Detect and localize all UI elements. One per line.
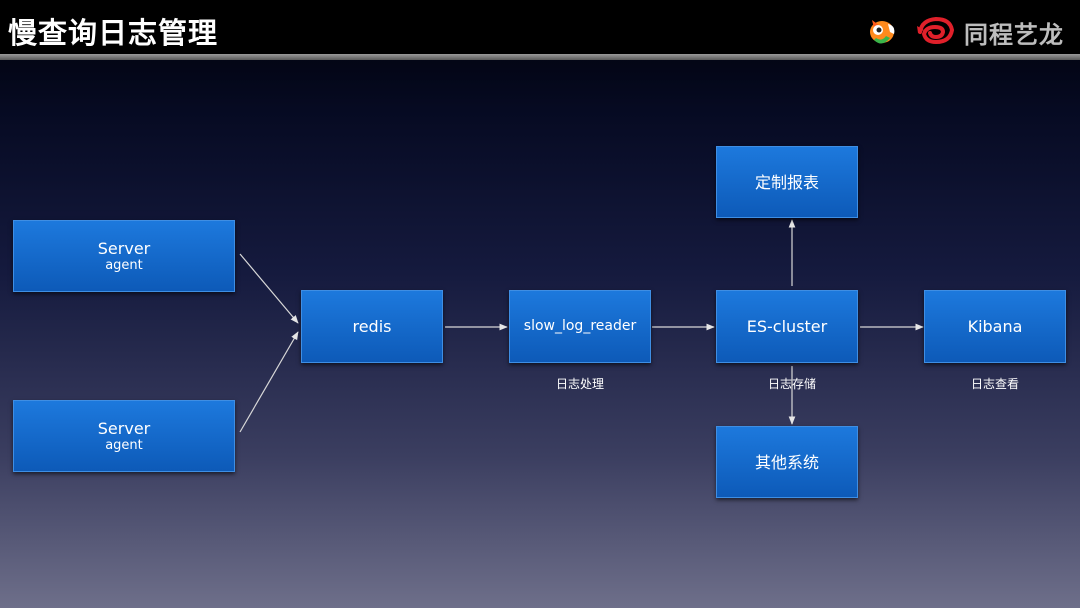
node-label: redis bbox=[352, 317, 392, 336]
node-label: Server bbox=[97, 239, 151, 258]
node-label: Kibana bbox=[967, 317, 1023, 336]
node-sublabel: agent bbox=[105, 438, 143, 453]
node-sublabel: agent bbox=[105, 258, 143, 273]
caption-log-storage: 日志存储 bbox=[767, 377, 816, 391]
custom-report-node: 定制报表 bbox=[716, 146, 858, 218]
swirl-logo-icon bbox=[917, 16, 955, 45]
server-node-2: Server agent bbox=[13, 400, 235, 472]
header-divider bbox=[0, 54, 1080, 60]
edge-server-2-to-redis bbox=[239, 331, 299, 433]
redis-node: redis bbox=[301, 290, 443, 363]
caption-log-processing: 日志处理 bbox=[555, 377, 604, 391]
slow-log-reader-node: slow_log_reader bbox=[509, 290, 651, 363]
node-label: Server bbox=[97, 419, 151, 438]
caption-log-viewing: 日志查看 bbox=[970, 377, 1019, 391]
kibana-node: Kibana bbox=[924, 290, 1066, 363]
fish-logo-icon bbox=[870, 20, 895, 44]
node-label: 定制报表 bbox=[754, 172, 819, 192]
server-node-1: Server agent bbox=[13, 220, 235, 292]
node-label: ES-cluster bbox=[746, 317, 828, 336]
es-cluster-node: ES-cluster bbox=[716, 290, 858, 363]
node-label: slow_log_reader bbox=[523, 318, 637, 334]
page-title: 慢查询日志管理 bbox=[8, 16, 219, 50]
edge-server-1-to-redis bbox=[239, 253, 299, 324]
other-systems-node: 其他系统 bbox=[716, 426, 858, 498]
brand-name: 同程艺龙 bbox=[964, 21, 1064, 49]
header-bar: 慢查询日志管理 同程艺龙 bbox=[0, 0, 1080, 54]
node-label: 其他系统 bbox=[754, 452, 819, 472]
